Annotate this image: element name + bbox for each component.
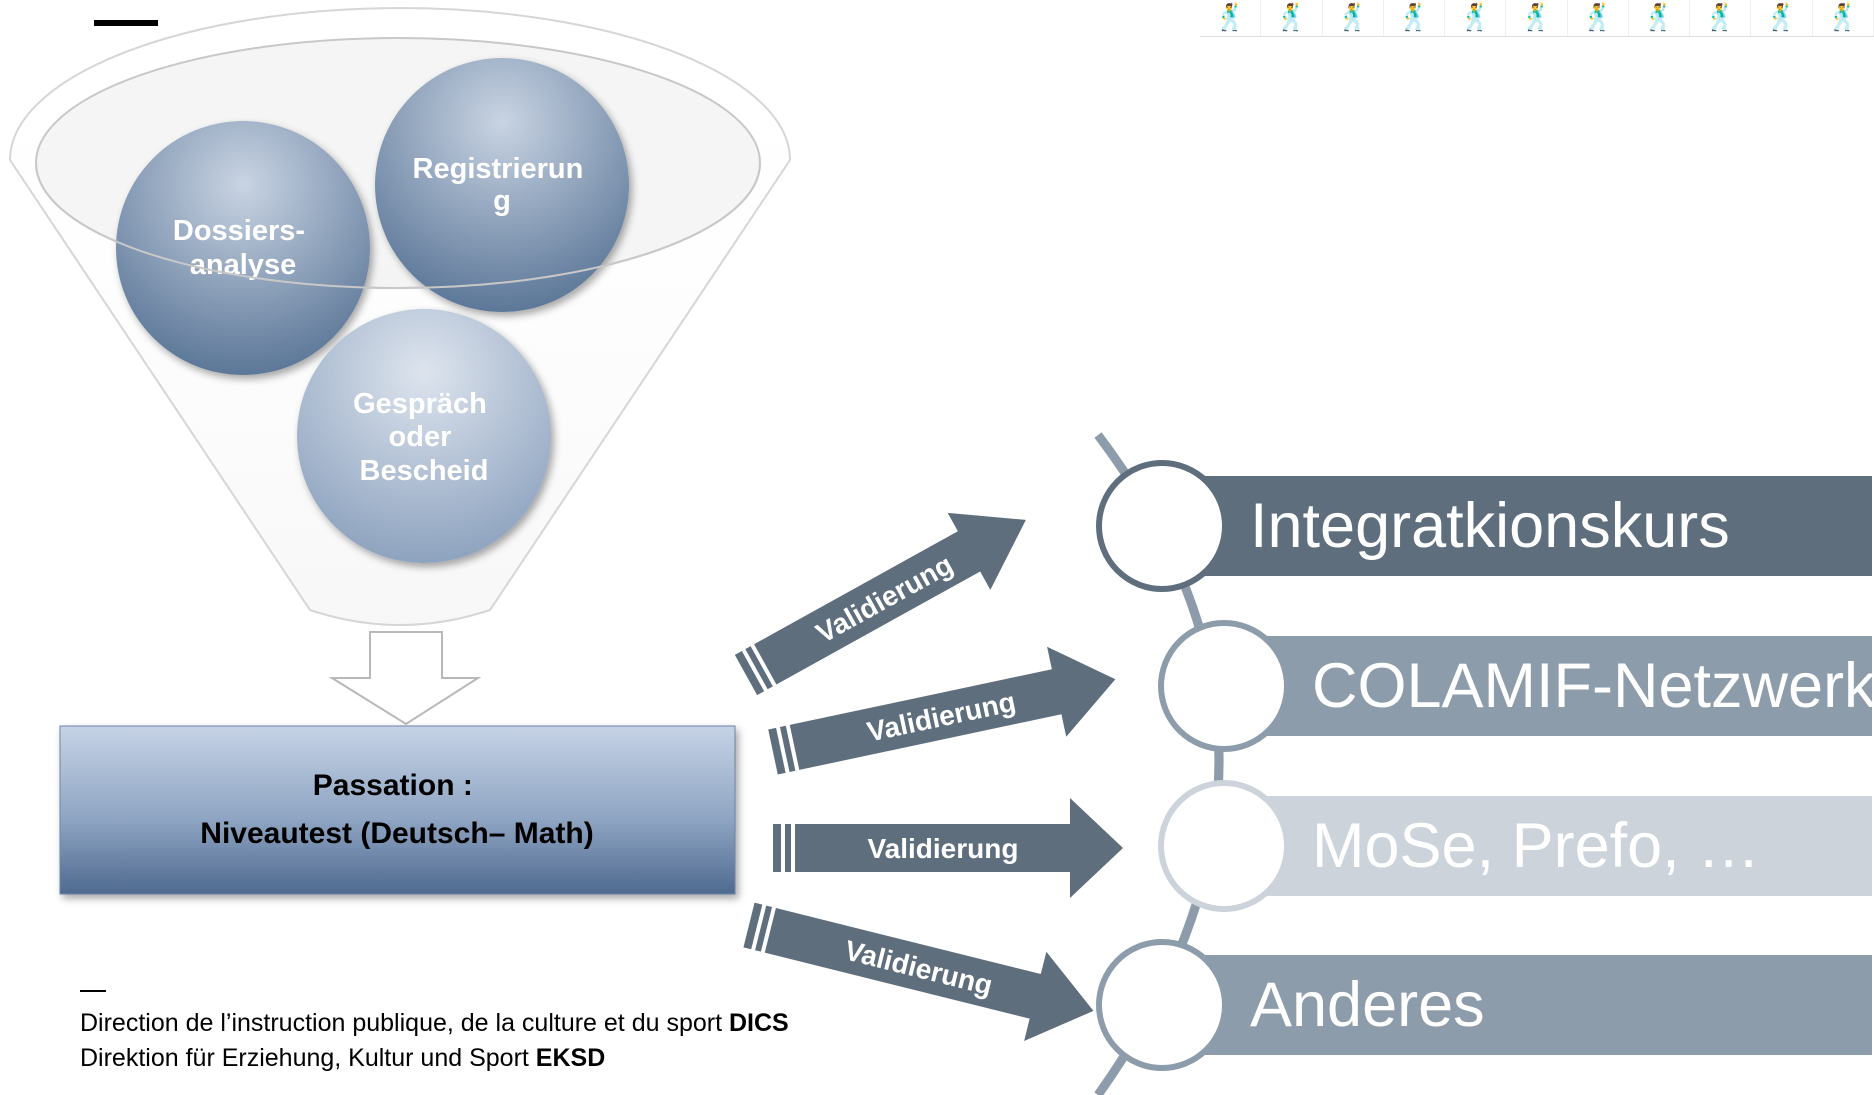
bubble-gespraech-line-1: Gespräch bbox=[353, 388, 487, 420]
bubble-dossier-line-1: Dossiers- bbox=[173, 215, 305, 247]
footer-line-2-text: Direktion für Erziehung, Kultur und Spor… bbox=[80, 1044, 536, 1072]
footer-line-1: Direction de l’instruction publique, de … bbox=[80, 1006, 789, 1041]
person-icon: 🕺 bbox=[1629, 0, 1691, 36]
bubble-registrierung-line-2: g bbox=[493, 185, 511, 217]
passation-line-1: Passation : bbox=[313, 769, 473, 802]
svg-text:Passation : Niveautest: Passation : Niveautest (Deutsch– Math) bbox=[200, 769, 593, 850]
bubble-registrierung-line-1: Registrierun bbox=[413, 153, 584, 185]
passation-box: Passation : Niveautest (Deutsch– Math) bbox=[59, 725, 736, 895]
svg-text:Dossiers- analyse: Dossiers- analyse bbox=[173, 215, 313, 281]
person-icon: 🕺 bbox=[1813, 0, 1874, 36]
bubble-gespraech-line-3: Bescheid bbox=[360, 455, 489, 487]
outcome-mose: MoSe, Prefo, … bbox=[1158, 780, 1872, 912]
bubble-dossier: Dossiers- analyse bbox=[116, 121, 370, 375]
footer-line-2: Direktion für Erziehung, Kultur und Spor… bbox=[80, 1041, 789, 1076]
person-icon: 🕺 bbox=[1323, 0, 1384, 36]
footer-line-1-bold: DICS bbox=[728, 1009, 789, 1037]
footer: Direction de l’instruction publique, de … bbox=[80, 978, 789, 1076]
svg-text:Gespräch oder: Gespräch oder Bescheid bbox=[353, 388, 495, 487]
people-strip: 🕺 🕺 🕺 🕺 🕺 🕺 🕺 🕺 🕺 🕺 🕺 bbox=[1200, 0, 1874, 37]
footer-dash bbox=[80, 990, 106, 992]
logo-bar bbox=[94, 20, 158, 26]
down-arrow bbox=[328, 631, 482, 726]
passation-line-2: Niveautest (Deutsch– Math) bbox=[200, 817, 593, 850]
person-icon: 🕺 bbox=[1384, 0, 1446, 36]
outcome-colamif-label: COLAMIF-Netzwerk bbox=[1312, 651, 1874, 721]
person-icon: 🕺 bbox=[1506, 0, 1568, 36]
svg-text:Registrierun g: Registrierun g bbox=[413, 153, 592, 217]
footer-line-2-bold: EKSD bbox=[535, 1044, 606, 1072]
person-icon: 🕺 bbox=[1751, 0, 1813, 36]
funnel-rim-front bbox=[35, 162, 761, 289]
outcome-anderes-label: Anderes bbox=[1250, 970, 1485, 1040]
outcome-anderes: Anderes bbox=[1096, 939, 1872, 1071]
validierung-arrow-3: Validierung bbox=[773, 798, 1123, 898]
outcome-mose-label: MoSe, Prefo, … bbox=[1312, 811, 1760, 881]
person-icon: 🕺 bbox=[1568, 0, 1629, 36]
validierung-arrow-1: Validierung bbox=[734, 512, 1026, 696]
validierung-label-1: Validierung bbox=[811, 549, 958, 649]
bubble-gespraech-line-2: oder bbox=[389, 421, 452, 453]
validierung-arrow-4: Validierung bbox=[743, 902, 1094, 1042]
bubble-registrierung: Registrierun g bbox=[375, 58, 629, 312]
outcome-integration: Integratkionskurs bbox=[1096, 460, 1872, 592]
bubble-gespraech: Gespräch oder Bescheid bbox=[297, 309, 551, 563]
validierung-label-3: Validierung bbox=[868, 833, 1019, 864]
person-icon: 🕺 bbox=[1445, 0, 1507, 36]
outcome-colamif: COLAMIF-Netzwerk bbox=[1158, 620, 1874, 752]
outcome-integration-label: Integratkionskurs bbox=[1250, 491, 1730, 561]
person-icon: 🕺 bbox=[1690, 0, 1752, 36]
person-icon: 🕺 bbox=[1200, 0, 1262, 36]
person-icon: 🕺 bbox=[1261, 0, 1323, 36]
footer-line-1-text: Direction de l’instruction publique, de … bbox=[80, 1009, 729, 1037]
